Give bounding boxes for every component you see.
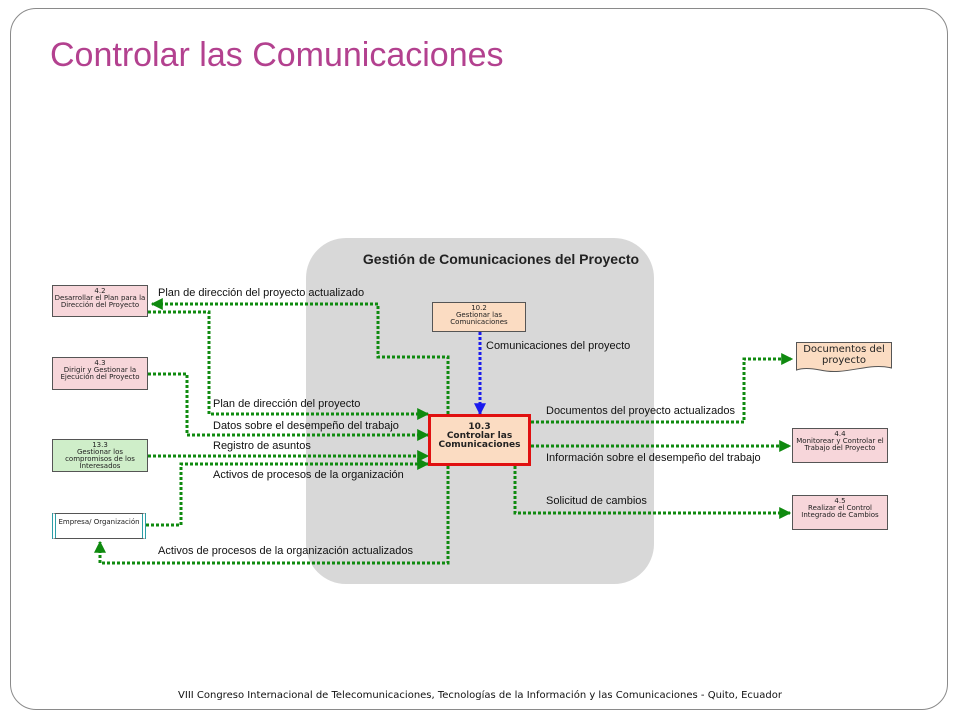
- process-4-4-box[interactable]: 4.4 Monitorear y Controlar el Trabajo de…: [792, 428, 888, 463]
- process-4-3-box[interactable]: 4.3 Dirigir y Gestionar la Ejecución del…: [52, 357, 148, 390]
- process-13-3-number: 13.3: [92, 441, 108, 449]
- process-4-5-number: 4.5: [834, 497, 846, 505]
- flow-solicitud-label: Solicitud de cambios: [546, 495, 647, 507]
- flow-comunicaciones-label: Comunicaciones del proyecto: [486, 340, 631, 352]
- process-13-3-label: Gestionar los compromisos de los Interes…: [65, 448, 135, 470]
- flow-activos-line: [146, 458, 430, 527]
- process-4-3-label: Dirigir y Gestionar la Ejecución del Pro…: [60, 366, 140, 381]
- flow-registro-label: Registro de asuntos: [213, 440, 311, 452]
- flow-informacion-label: Información sobre el desempeño del traba…: [546, 452, 761, 464]
- process-group-title: Gestión de Comunicaciones del Proyecto: [362, 251, 640, 267]
- process-10-2-box[interactable]: 10.2 Gestionar las Comunicaciones: [432, 302, 526, 332]
- flow-activos-actualizados-line: [94, 466, 450, 565]
- flow-docs-actualizados-line: [531, 353, 794, 424]
- empresa-organizacion-box[interactable]: Empresa/ Organización: [52, 513, 146, 539]
- process-4-3-number: 4.3: [94, 359, 106, 367]
- documentos-proyecto-shape[interactable]: Documentos del proyecto: [796, 342, 892, 372]
- flow-docs-actualizados-label: Documentos del proyecto actualizados: [546, 405, 735, 417]
- flow-activos-actualizados-label: Activos de procesos de la organización a…: [158, 545, 413, 557]
- flow-plan-line: [148, 310, 430, 420]
- process-4-5-box[interactable]: 4.5 Realizar el Control Integrado de Cam…: [792, 495, 888, 530]
- flow-activos-label: Activos de procesos de la organización: [213, 469, 404, 481]
- process-10-2-label: Gestionar las Comunicaciones: [450, 311, 508, 326]
- slide-title: Controlar las Comunicaciones: [50, 36, 504, 74]
- process-10-3-box[interactable]: 10.3 Controlar las Comunicaciones: [428, 414, 531, 466]
- empresa-organizacion-label: Empresa/ Organización: [58, 518, 140, 526]
- process-10-3-number: 10.3: [468, 422, 491, 432]
- document-icon: [796, 342, 892, 372]
- flow-solicitud-line: [513, 466, 792, 519]
- flow-datos-line: [148, 372, 430, 441]
- flow-plan-actualizado-line: [150, 298, 450, 414]
- flow-plan-label: Plan de dirección del proyecto: [213, 398, 361, 410]
- process-10-3-label: Controlar las Comunicaciones: [438, 431, 521, 450]
- flow-datos-label: Datos sobre el desempeño del trabajo: [213, 420, 399, 432]
- process-13-3-box[interactable]: 13.3 Gestionar los compromisos de los In…: [52, 439, 148, 472]
- flow-plan-actualizado-label: Plan de dirección del proyecto actualiza…: [158, 287, 365, 299]
- documentos-proyecto-label: Documentos del proyecto: [803, 344, 885, 366]
- process-4-2-number: 4.2: [94, 287, 106, 295]
- process-4-5-label: Realizar el Control Integrado de Cambios: [801, 504, 879, 519]
- slide-footer: VIII Congreso Internacional de Telecomun…: [178, 690, 782, 701]
- process-10-2-number: 10.2: [471, 304, 487, 312]
- process-4-2-box[interactable]: 4.2 Desarrollar el Plan para la Direcció…: [52, 285, 148, 317]
- process-4-4-label: Monitorear y Controlar el Trabajo del Pr…: [796, 437, 884, 452]
- process-4-2-label: Desarrollar el Plan para la Dirección de…: [54, 294, 146, 309]
- process-4-4-number: 4.4: [834, 430, 846, 438]
